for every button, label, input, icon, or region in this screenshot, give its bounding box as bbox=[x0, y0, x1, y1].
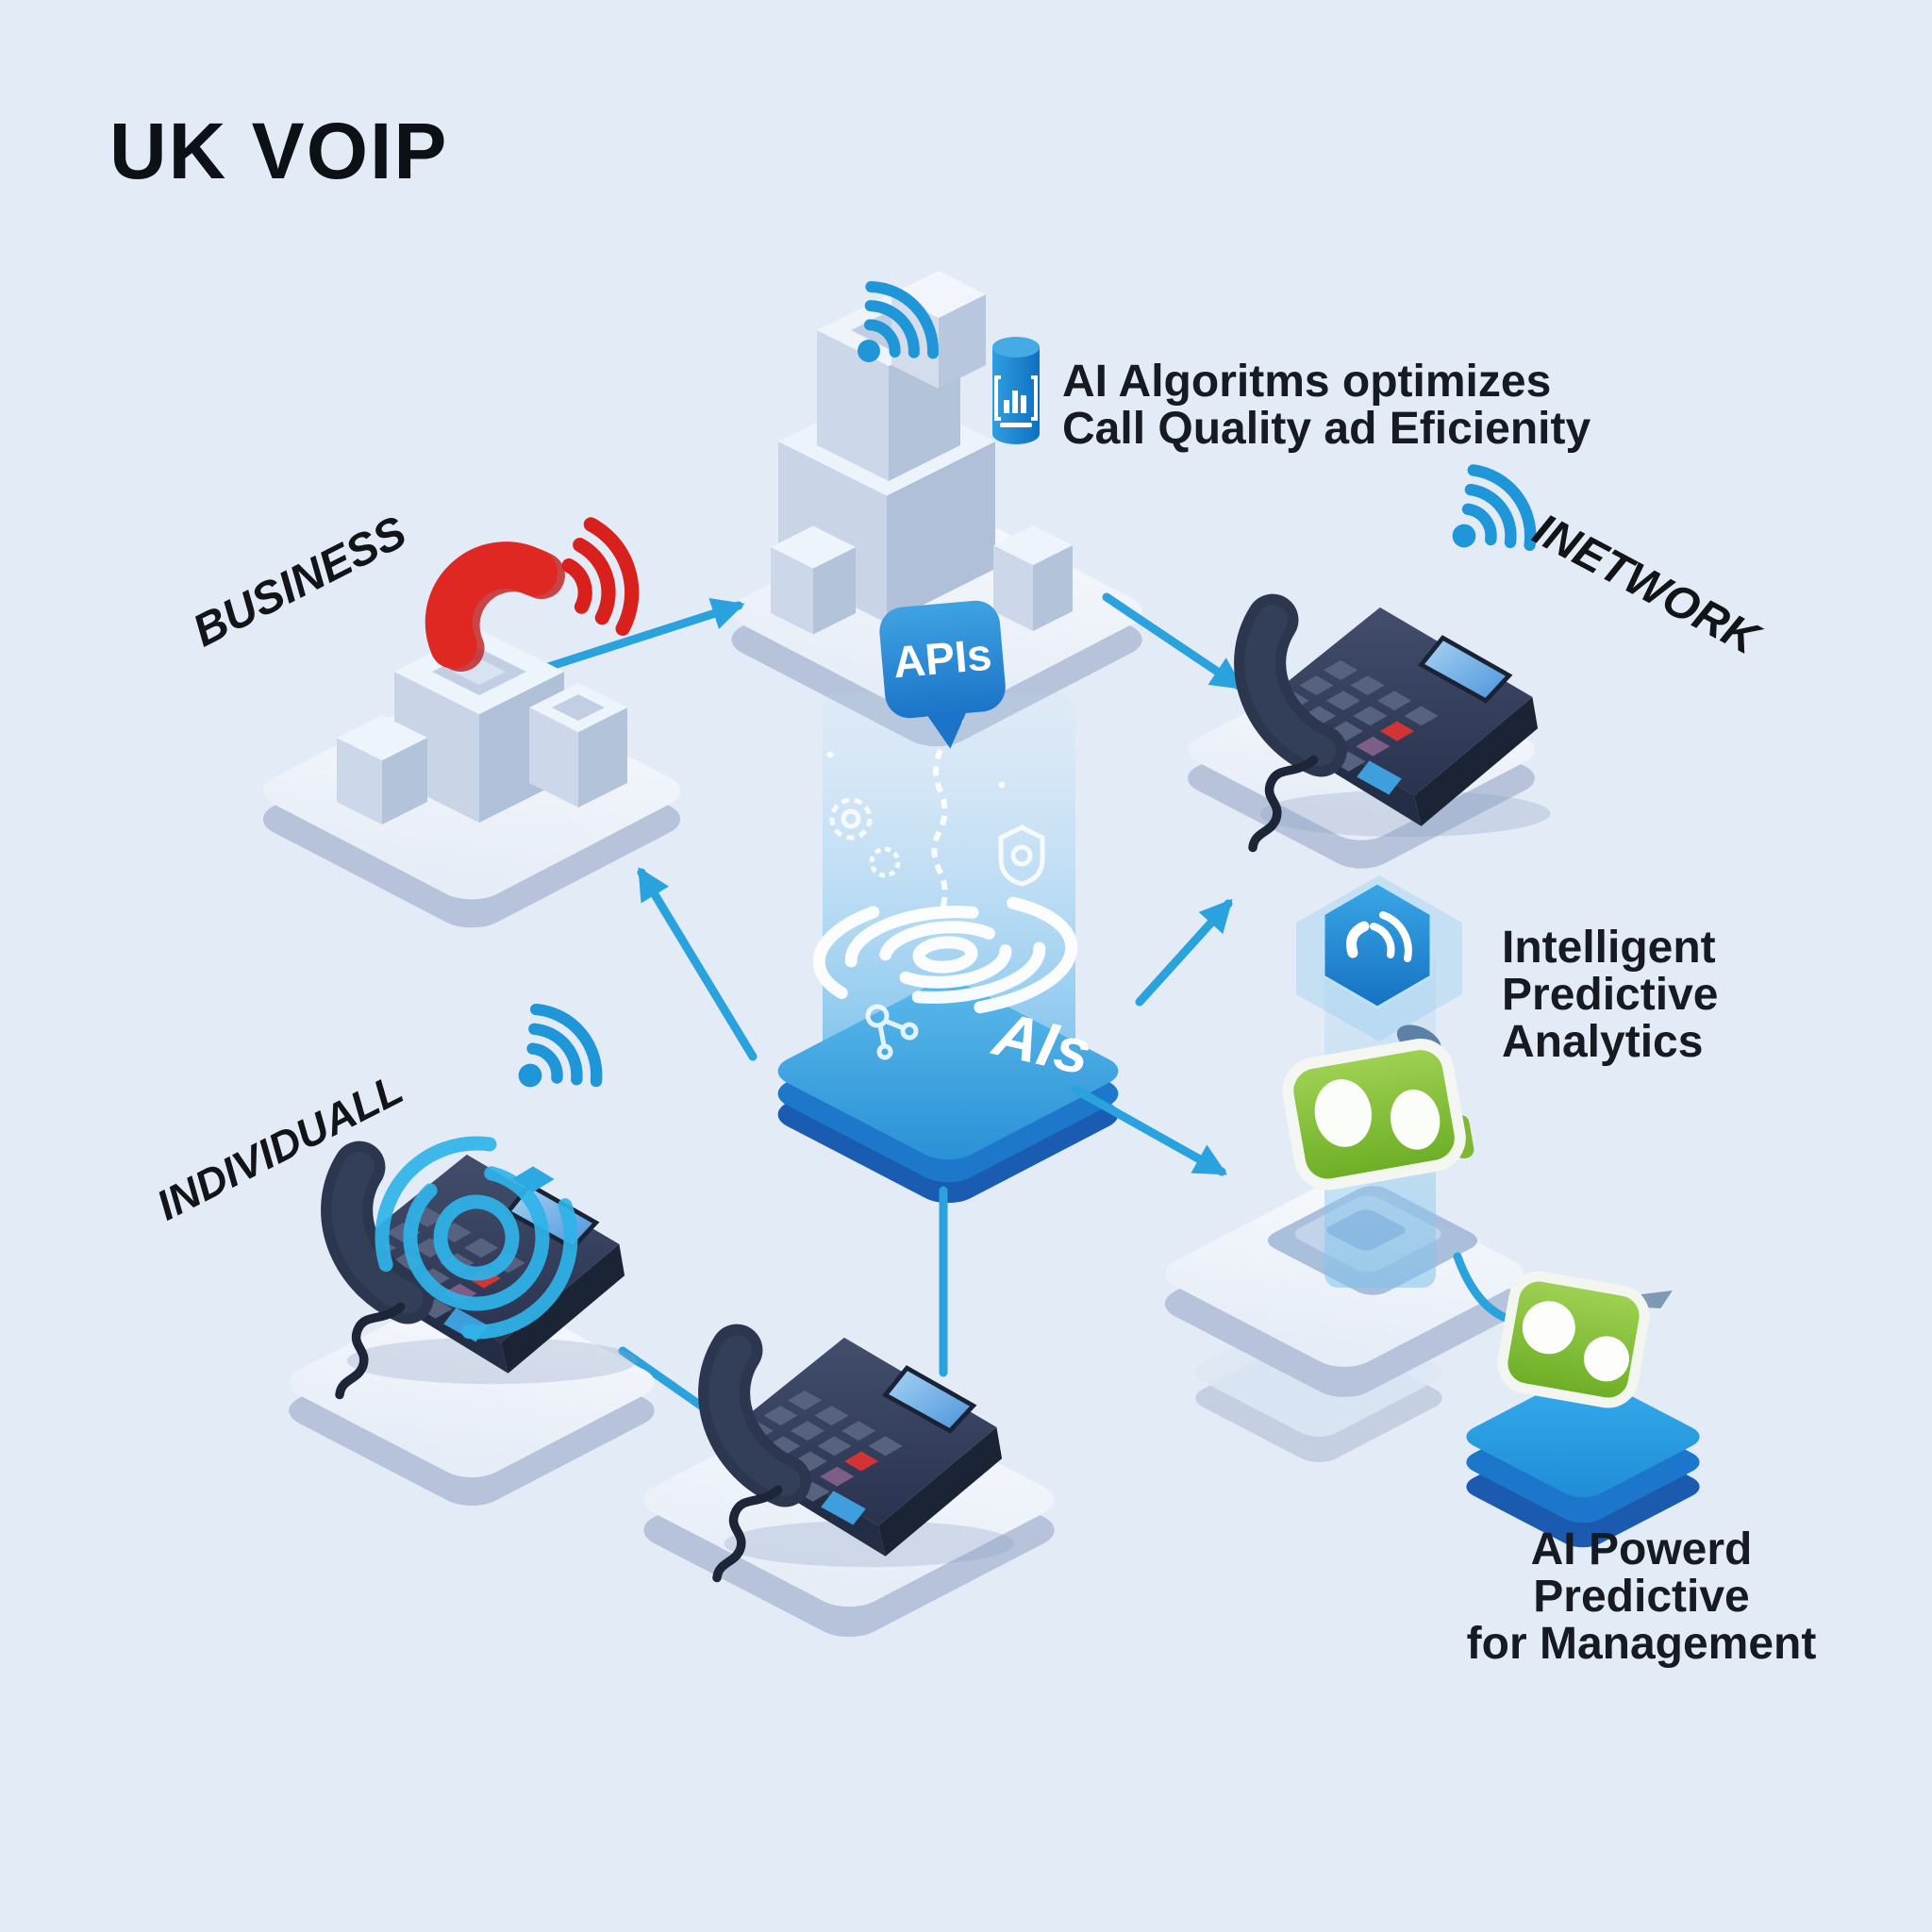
wifi-icon bbox=[1440, 461, 1534, 560]
annotation-predictive-analytics: Intelligent Predictive Analytics bbox=[1502, 924, 1718, 1066]
api-badge-label: APIs bbox=[891, 628, 994, 687]
annotation-line: Call Quality ad Eficienity bbox=[1062, 404, 1591, 454]
annotation-ai-algorithms: AI Algoritms optimizes Call Quality ad E… bbox=[1062, 358, 1591, 453]
chat-bot-icon bbox=[1497, 1271, 1673, 1408]
data-stream-squiggle bbox=[931, 748, 948, 911]
page-title: UK VOIP bbox=[109, 107, 449, 195]
signal-diamond-icon bbox=[511, 1166, 555, 1192]
center-ai-platform bbox=[777, 982, 1119, 1204]
annotation-line: Analytics bbox=[1502, 1017, 1704, 1067]
arrow-hub-to-business bbox=[637, 867, 758, 1061]
api-speech-bubble-icon: APIs bbox=[879, 600, 1006, 749]
bar-chart-cylinder-icon bbox=[992, 337, 1040, 444]
annotation-line: AI Powerd Predictive bbox=[1530, 1524, 1753, 1622]
red-call-icon bbox=[425, 541, 565, 672]
shield-sketch-icon bbox=[998, 824, 1045, 887]
annotation-line: Intelligent bbox=[1502, 923, 1716, 973]
molecule-sketch-icon bbox=[865, 1004, 919, 1060]
annotation-line: Predictive bbox=[1502, 970, 1719, 1020]
hexagon-call-badge-icon bbox=[1296, 875, 1462, 1041]
arrow-hub-to-analytics bbox=[1071, 1085, 1228, 1176]
arrow-hub-to-network bbox=[1135, 898, 1233, 1007]
management-platform bbox=[1466, 1375, 1700, 1548]
annotation-line: AI Algoritms optimizes bbox=[1062, 357, 1552, 407]
robot-head-icon bbox=[1282, 1024, 1474, 1191]
gear-sketch-icon bbox=[869, 846, 901, 878]
network-desk-phone bbox=[1251, 608, 1550, 848]
bottom-desk-phone bbox=[715, 1338, 1014, 1578]
connector-arrows-hub bbox=[618, 867, 1233, 1422]
red-signal-waves-icon bbox=[561, 523, 641, 630]
gear-sketch-icon bbox=[829, 797, 873, 841]
sonar-ripple-icon bbox=[812, 891, 1078, 1019]
arrow-hq-to-network bbox=[1102, 592, 1244, 691]
annotation-ai-management: AI Powerd Predictive for Management bbox=[1434, 1526, 1849, 1668]
annotation-line: for Management bbox=[1466, 1619, 1817, 1669]
hologram-sketch-icons bbox=[826, 718, 1045, 1060]
sonar-ripple-icon bbox=[375, 1136, 578, 1340]
wifi-icon bbox=[503, 998, 600, 1100]
